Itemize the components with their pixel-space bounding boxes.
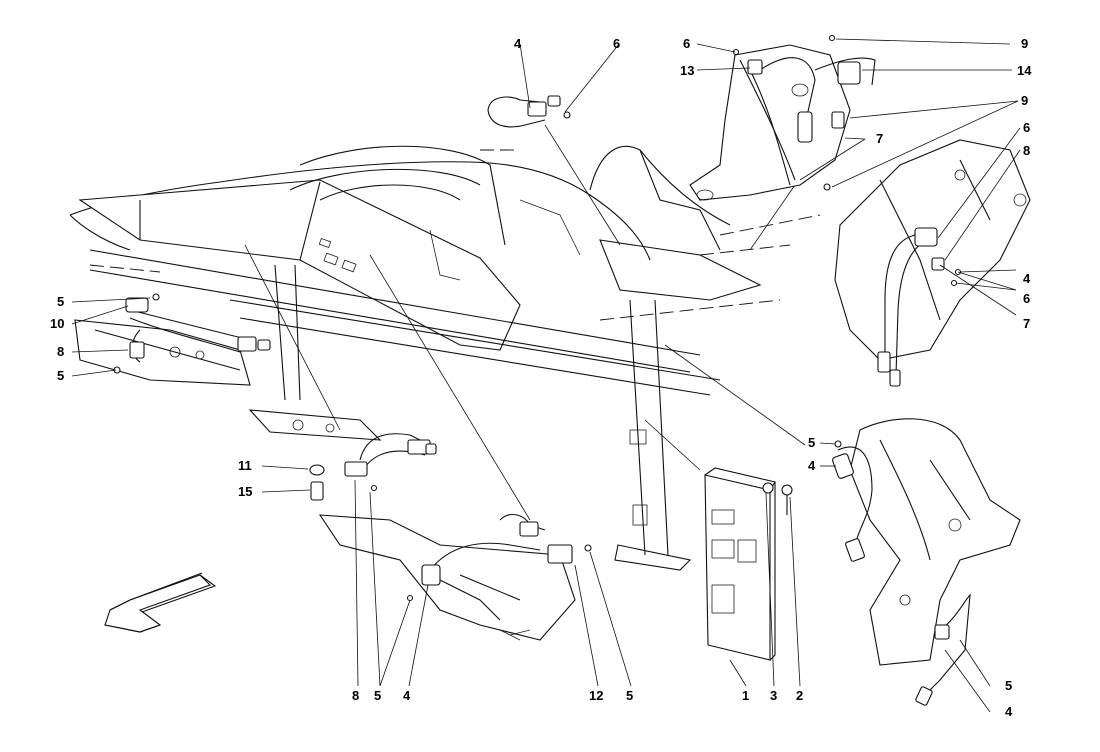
callout-9-top-right: 9 <box>1021 36 1028 51</box>
callout-5-bottom-right-lower: 5 <box>1005 678 1012 693</box>
left-harness-assembly <box>74 293 271 386</box>
callout-5-bottom: 5 <box>374 688 381 703</box>
callout-14: 14 <box>1017 63 1032 78</box>
callout-10: 10 <box>50 316 64 331</box>
callout-labels: 4 6 6 9 13 14 9 7 6 8 4 6 7 5 10 8 5 11 … <box>50 36 1032 719</box>
control-unit-assembly <box>704 467 793 661</box>
callout-6-right: 6 <box>1023 120 1030 135</box>
callout-1: 1 <box>742 688 749 703</box>
callout-leaders <box>71 38 1021 713</box>
callout-15: 15 <box>238 484 252 499</box>
callout-2: 2 <box>796 688 803 703</box>
roof-frame-structure <box>69 145 821 571</box>
top-sensor-harness <box>487 95 571 128</box>
callout-6-top-right: 6 <box>683 36 690 51</box>
callout-6-right-lower: 6 <box>1023 291 1030 306</box>
top-right-bracket-assembly <box>689 34 876 201</box>
callout-12: 12 <box>589 688 603 703</box>
right-lower-bracket-assembly <box>832 418 1021 706</box>
callout-5-bottom-second: 5 <box>626 688 633 703</box>
callout-7-right: 7 <box>1023 316 1030 331</box>
callout-11: 11 <box>238 458 252 473</box>
callout-5-left-lower: 5 <box>57 368 64 383</box>
callout-5-left: 5 <box>57 294 64 309</box>
callout-4-top: 4 <box>514 36 522 51</box>
front-direction-arrow <box>104 572 217 633</box>
callout-9-mid: 9 <box>1021 93 1028 108</box>
callout-4-right: 4 <box>1023 271 1031 286</box>
bottom-center-harness <box>318 514 592 641</box>
callout-5-bottom-right: 5 <box>808 435 815 450</box>
right-mid-bracket-assembly <box>834 139 1031 387</box>
callout-6-top: 6 <box>613 36 620 51</box>
callout-4-bottom-right: 4 <box>808 458 816 473</box>
callout-13: 13 <box>680 63 694 78</box>
callout-7-top-right: 7 <box>876 131 883 146</box>
callout-4-bottom-right-lower: 4 <box>1005 704 1013 719</box>
callout-8-bottom: 8 <box>352 688 359 703</box>
callout-3: 3 <box>770 688 777 703</box>
callout-4-bottom: 4 <box>403 688 411 703</box>
center-lower-harness <box>309 433 437 501</box>
callout-8-left: 8 <box>57 344 64 359</box>
callout-8-right: 8 <box>1023 143 1030 158</box>
assembly-pointer-lines <box>244 124 806 521</box>
